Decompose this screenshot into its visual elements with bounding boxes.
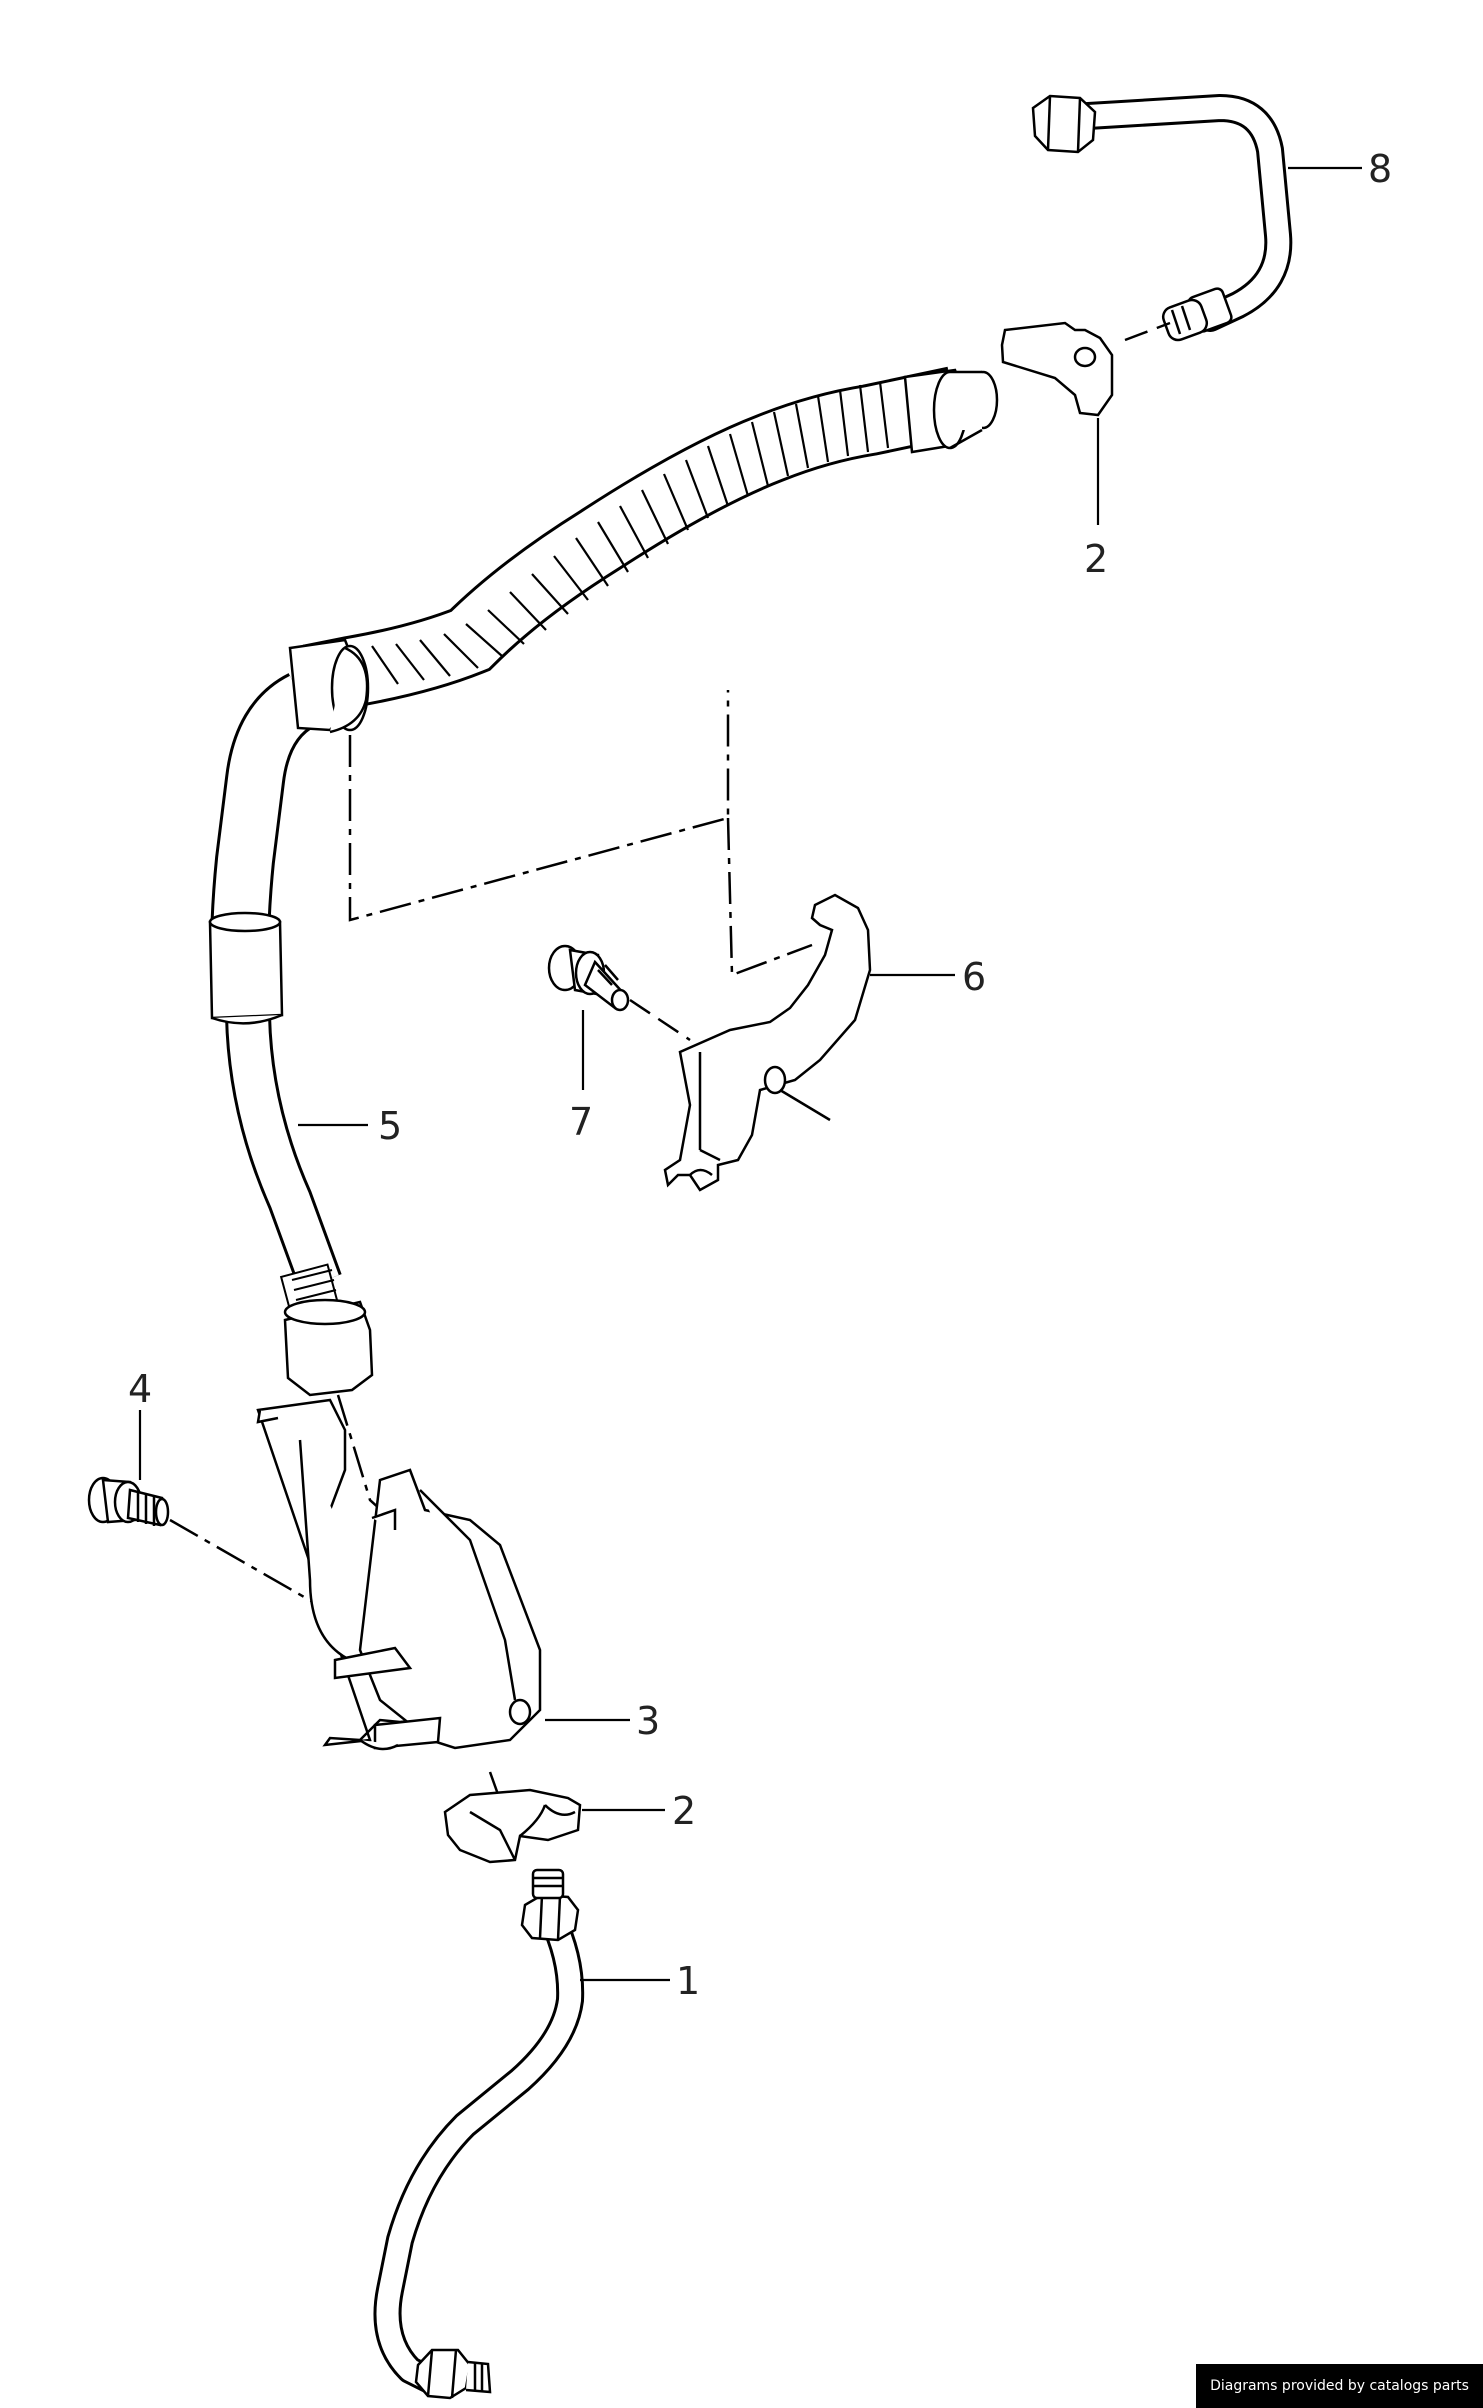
part-8-nut-top [1031, 94, 1097, 154]
part-8-brake-line [1041, 94, 1293, 332]
part-4-bolt [87, 1476, 170, 1527]
callout-7: 7 [569, 1100, 593, 1144]
callout-2-top: 2 [1084, 537, 1108, 581]
part-5-ferrule-top [903, 368, 999, 454]
callout-leaders [138, 166, 1362, 1982]
part-7-bolt [547, 944, 630, 1012]
callout-4: 4 [128, 1367, 152, 1411]
dash-clip-to-line-8 [1124, 321, 1171, 342]
part-6-bracket [663, 893, 872, 1192]
part-2-clip-top [1000, 321, 1114, 417]
part-5-sleeve [208, 911, 284, 1025]
part-1-fitting-top [520, 1868, 580, 1942]
callout-5: 5 [378, 1104, 402, 1148]
callout-1: 1 [676, 1959, 700, 2003]
part-8-fitting-end [1161, 287, 1233, 342]
callout-8: 8 [1368, 147, 1392, 191]
attribution-footer: Diagrams provided by catalogs parts [1196, 2364, 1483, 2408]
part-5-hose [210, 366, 963, 1290]
part-1-fitting-bottom [414, 2348, 492, 2400]
part-5-ferrule-bottom [283, 1298, 374, 1397]
part-3-bracket [256, 1398, 542, 1751]
part-1-brake-line [373, 1904, 585, 2394]
dash-bolt-7-to-bracket [629, 998, 691, 1042]
callout-6: 6 [962, 955, 986, 999]
part-5-ferrule-upper-left [288, 638, 370, 734]
line-bracket-hole [779, 1088, 831, 1122]
part-5-hose-ribs [371, 381, 890, 685]
part-2-clip-bottom [443, 1788, 582, 1864]
callout-3: 3 [636, 1699, 660, 1743]
callout-2-bottom: 2 [672, 1789, 696, 1833]
